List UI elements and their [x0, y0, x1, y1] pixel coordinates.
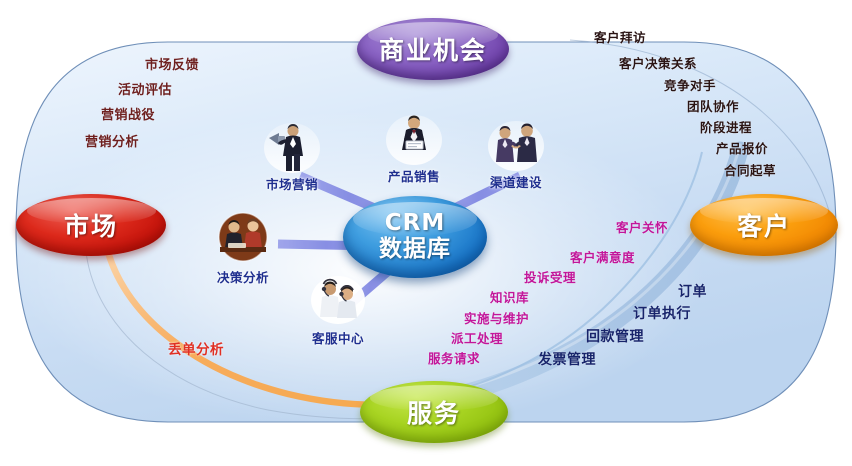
service-label-3: 知识库 — [490, 290, 530, 305]
hub-label-crm-line2: 数据库 — [379, 236, 451, 262]
marketing-label-1: 活动评估 — [118, 83, 173, 98]
node-caption-marketing: 市场营销 — [265, 177, 318, 192]
node-product-sales[interactable]: 产品销售 — [366, 110, 462, 185]
node-marketing[interactable]: 市场营销 — [244, 118, 340, 193]
marketing-label-2: 营销战役 — [101, 108, 156, 123]
opportunity-label-2: 竞争对手 — [664, 78, 717, 93]
service-label-1: 客户满意度 — [570, 250, 636, 265]
hub-market[interactable]: 市场 — [16, 194, 166, 256]
opportunity-label-6: 合同起草 — [724, 163, 777, 178]
marketing-label-0: 市场反馈 — [145, 58, 200, 73]
hub-service[interactable]: 服务 — [360, 381, 508, 443]
hub-customer[interactable]: 客户 — [690, 194, 838, 256]
order-label-0: 订单 — [678, 284, 707, 300]
opportunity-label-3: 团队协作 — [687, 99, 740, 114]
service-label-2: 投诉受理 — [524, 270, 577, 285]
order-label-2: 回款管理 — [586, 329, 644, 345]
headset-agents-icon — [309, 272, 367, 328]
two-people-desk-icon — [214, 211, 272, 267]
service-label-4: 实施与维护 — [464, 311, 530, 326]
handshake-two-people-icon — [487, 116, 545, 172]
opportunity-label-1: 客户决策关系 — [619, 56, 698, 71]
opportunity-label-0: 客户拜访 — [594, 30, 647, 45]
hub-label-market: 市场 — [63, 212, 118, 241]
megaphone-person-icon — [263, 118, 321, 174]
node-decision[interactable]: 决策分析 — [195, 211, 291, 286]
order-label-3: 发票管理 — [538, 352, 596, 368]
market-to-service-arc — [104, 248, 402, 408]
service-label-5: 派工处理 — [451, 331, 504, 346]
service-label-6: 服务请求 — [428, 351, 481, 366]
hub-label-service: 服务 — [406, 399, 461, 428]
opportunity-label-5: 产品报价 — [716, 141, 769, 156]
hub-label-crm-stack: CRM 数据库 — [379, 210, 451, 263]
opportunity-guide-curve — [569, 39, 835, 239]
order-label-1: 订单执行 — [633, 306, 691, 322]
hub-label-opportunity: 商业机会 — [378, 36, 487, 65]
node-caption-decision: 决策分析 — [216, 270, 269, 285]
businessman-document-icon — [385, 110, 443, 166]
left-guide-curve — [85, 251, 395, 420]
service-arc-inner — [429, 151, 703, 397]
hub-label-crm-line1: CRM — [384, 210, 446, 237]
opportunity-label-4: 阶段进程 — [700, 120, 753, 135]
hub-business-opportunity[interactable]: 商业机会 — [357, 18, 509, 80]
node-channel[interactable]: 渠道建设 — [468, 116, 564, 191]
flow-label-lost-order: 丢单分析 — [168, 342, 224, 358]
hub-label-customer: 客户 — [736, 212, 791, 241]
node-service-center[interactable]: 客服中心 — [290, 272, 386, 347]
hub-crm-database[interactable]: CRM 数据库 — [343, 196, 487, 278]
node-caption-product-sales: 产品销售 — [387, 169, 440, 184]
service-label-0: 客户关怀 — [616, 220, 669, 235]
node-caption-channel: 渠道建设 — [489, 175, 542, 190]
marketing-label-3: 营销分析 — [85, 135, 140, 150]
node-caption-service-center: 客服中心 — [311, 331, 364, 346]
